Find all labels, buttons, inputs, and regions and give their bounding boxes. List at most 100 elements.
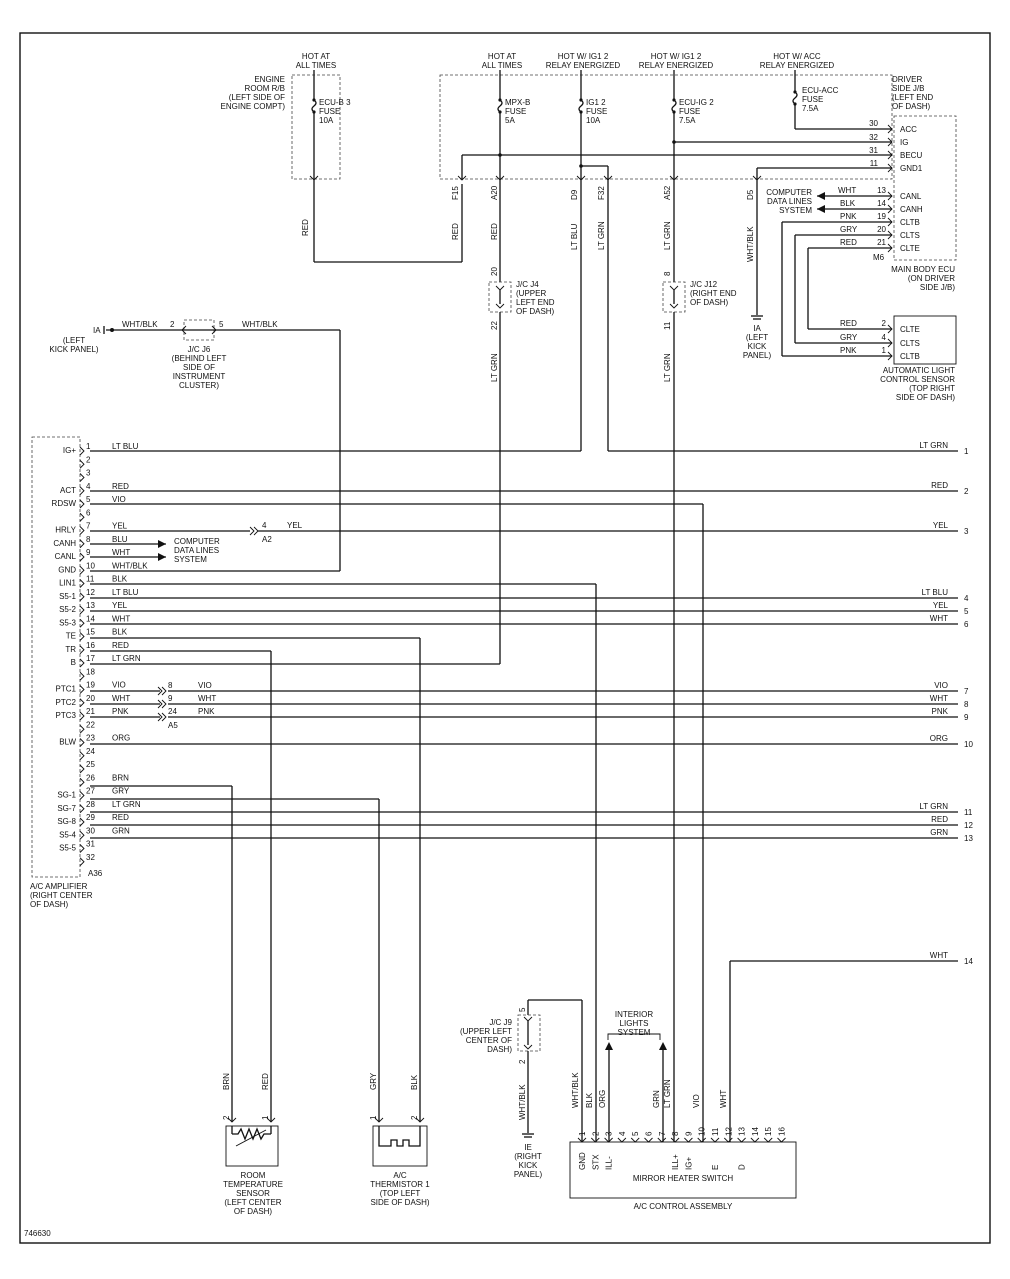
amp-pin-name: SG-1 <box>57 791 76 800</box>
svg-text:D5: D5 <box>746 189 755 200</box>
ctrl-terminal-name: STX <box>591 1154 600 1170</box>
amp-pin-number: 32 <box>86 853 95 862</box>
ctrl-terminal-name: D <box>738 1164 747 1170</box>
amp-pin-wire: PNK <box>112 707 129 716</box>
svg-text:CLTE: CLTE <box>900 325 920 334</box>
svg-text:IG: IG <box>900 138 908 147</box>
svg-text:VIO: VIO <box>692 1094 701 1108</box>
room-sensor-pin-right: 1 <box>261 1115 270 1120</box>
amp-pin-wire: LT GRN <box>112 800 141 809</box>
amp-pin-wire: RED <box>112 641 129 650</box>
amp-pin-number: 7 <box>86 522 91 531</box>
a2-pin: 4 <box>262 521 267 530</box>
amp-pin-number: 6 <box>86 508 91 517</box>
svg-text:RED: RED <box>840 319 857 328</box>
output-wire: LT GRN <box>919 802 948 811</box>
amp-pin-number: 8 <box>86 535 91 544</box>
amp-pin-name: PTC2 <box>56 698 77 707</box>
output-wire: LT BLU <box>922 588 949 597</box>
svg-text:CLTS: CLTS <box>900 231 920 240</box>
svg-text:31: 31 <box>869 146 878 155</box>
ctrl-pin-number: 11 <box>711 1127 720 1136</box>
output-number: 6 <box>964 620 969 629</box>
ctrl-pin-number: 6 <box>645 1131 654 1136</box>
amp-pin-wire: WHT <box>112 548 130 557</box>
amp-pin-wire: GRY <box>112 787 130 796</box>
ac-amplifier-box <box>31 436 81 878</box>
output-number: 1 <box>964 447 969 456</box>
amp-pin-wire: BLU <box>112 535 128 544</box>
svg-text:19: 19 <box>877 212 886 221</box>
a2-wire: YEL <box>287 521 303 530</box>
svg-text:9: 9 <box>168 694 173 703</box>
main-body-ecu-box <box>893 115 957 261</box>
jc-j4-wire: LT GRN <box>490 353 499 382</box>
svg-text:CANH: CANH <box>900 205 923 214</box>
jc-j9-wire: WHT/BLK <box>518 1084 527 1120</box>
output-number: 11 <box>964 808 973 817</box>
amp-pin-wire: BRN <box>112 773 129 782</box>
driver-jb-ecu-pins: 30 32 31 11 ACC IG BECU GND1 <box>869 119 923 173</box>
jc-j4-pin-bot: 22 <box>490 321 499 330</box>
output-number: 13 <box>964 834 973 843</box>
output-number: 10 <box>964 740 973 749</box>
ctrl-pin-number: 9 <box>684 1131 693 1136</box>
ctrl-pin-number: 14 <box>751 1127 760 1136</box>
amp-pin-name: S5-3 <box>59 618 76 627</box>
output-wire: GRN <box>930 828 948 837</box>
amp-pin-wire: VIO <box>112 495 126 504</box>
svg-text:A5: A5 <box>168 721 178 730</box>
amp-pin-number: 17 <box>86 654 95 663</box>
output-number: 8 <box>964 700 969 709</box>
ctrl-terminal-name: IG+ <box>684 1157 693 1170</box>
room-temp-sensor-box <box>225 1125 279 1167</box>
arrow-icon <box>158 553 166 561</box>
output-number: 12 <box>964 821 973 830</box>
amp-pin-number: 28 <box>86 800 95 809</box>
amp-pin-wire: RED <box>112 482 129 491</box>
amp-pin-number: 13 <box>86 601 95 610</box>
output-number: 14 <box>964 957 973 966</box>
diagram-frame <box>19 32 991 1244</box>
svg-text:WHT/BLK: WHT/BLK <box>571 1072 580 1108</box>
fuse-icon <box>792 91 798 105</box>
ctrl-pin-number: 10 <box>698 1127 707 1136</box>
svg-text:A20: A20 <box>490 185 499 200</box>
svg-text:A52: A52 <box>663 185 672 200</box>
amp-pin-wire: WHT <box>112 694 130 703</box>
svg-text:21: 21 <box>877 238 886 247</box>
room-sensor-wire-right: RED <box>261 1073 270 1090</box>
room-sensor-wire-left: BRN <box>222 1073 231 1090</box>
amp-pin-name: SG-7 <box>57 804 76 813</box>
amp-pin-wire: WHT/BLK <box>112 561 148 570</box>
amp-pin-number: 16 <box>86 641 95 650</box>
amp-pin-number: 27 <box>86 787 95 796</box>
amp-pin-wire: WHT <box>112 614 130 623</box>
svg-text:CLTE: CLTE <box>900 244 920 253</box>
fuse-icon <box>497 99 503 113</box>
amp-pin-number: 25 <box>86 760 95 769</box>
svg-text:ORG: ORG <box>598 1090 607 1108</box>
output-number: 2 <box>964 487 969 496</box>
control-assembly-wire-labels: WHT/BLK BLK ORG GRN LT GRN VIO WHT <box>571 1072 728 1108</box>
amp-pin-name: S5-4 <box>59 830 76 839</box>
main-body-ecu-pins: WHT BLK PNK GRY RED 13 14 19 20 21 CANL … <box>838 186 923 253</box>
amp-pin-name: CANL <box>55 552 77 561</box>
svg-text:14: 14 <box>877 199 886 208</box>
svg-text:WHT: WHT <box>198 694 216 703</box>
svg-text:CLTS: CLTS <box>900 339 920 348</box>
jc-j6-wire-out: WHT/BLK <box>242 320 278 329</box>
a5-connector: 8 9 24 VIO WHT PNK A5 <box>168 681 216 730</box>
